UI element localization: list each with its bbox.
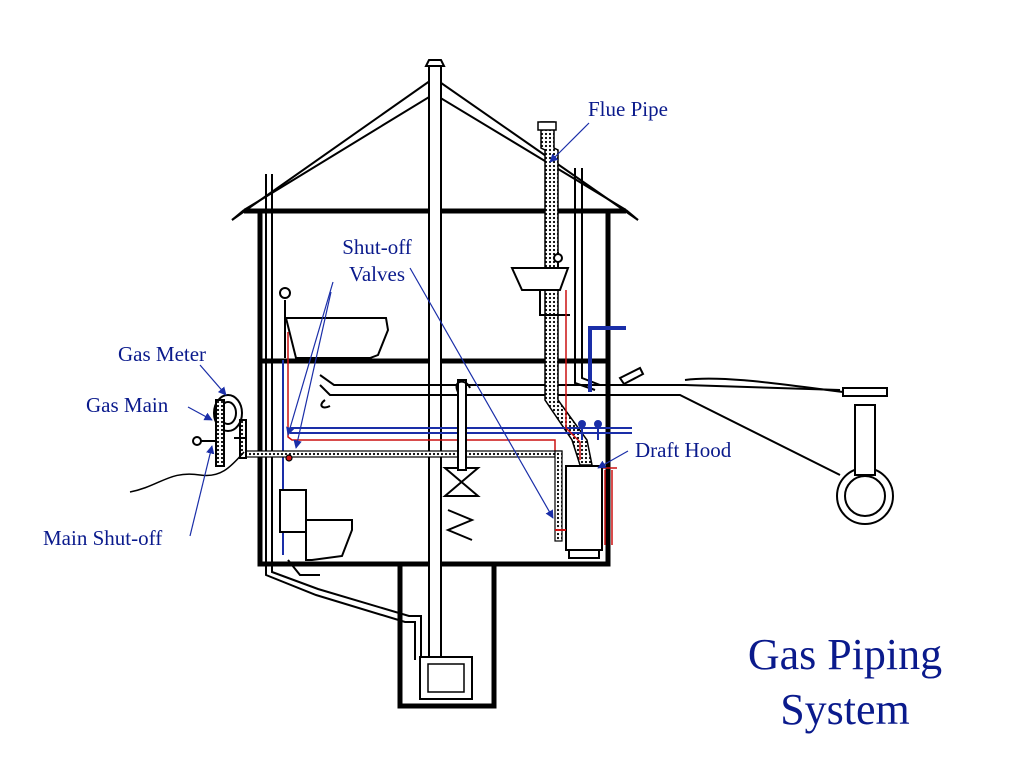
sewer-trap <box>684 377 894 525</box>
upstairs-sink <box>510 252 570 316</box>
shutoff-valves-label-line2: Valves <box>349 262 405 286</box>
diagram-title-line1: Gas Piping <box>747 630 943 679</box>
gas-meter-assembly <box>129 394 247 493</box>
diagram-title-line2: System <box>780 685 910 734</box>
upstairs-toilet <box>279 287 390 359</box>
left-vent-pipe <box>265 174 422 660</box>
gas-meter-label: Gas Meter <box>118 342 207 366</box>
vent-stack <box>424 59 446 671</box>
shutoff-valves-label-line1: Shut-off <box>342 235 412 259</box>
main-drain <box>319 374 841 476</box>
cleanout <box>618 366 645 386</box>
right-vent-pipe <box>574 168 601 391</box>
gas-distribution-pipes <box>287 290 617 545</box>
callout-arrows <box>187 122 629 537</box>
main-shutoff-label: Main Shut-off <box>43 526 163 550</box>
flue-pipe-label: Flue Pipe <box>588 97 668 121</box>
gas-main-label: Gas Main <box>86 393 169 417</box>
stack-valve <box>442 379 481 541</box>
downstairs-toilet <box>279 489 353 576</box>
draft-hood-label: Draft Hood <box>635 438 732 462</box>
water-heater <box>555 465 603 559</box>
